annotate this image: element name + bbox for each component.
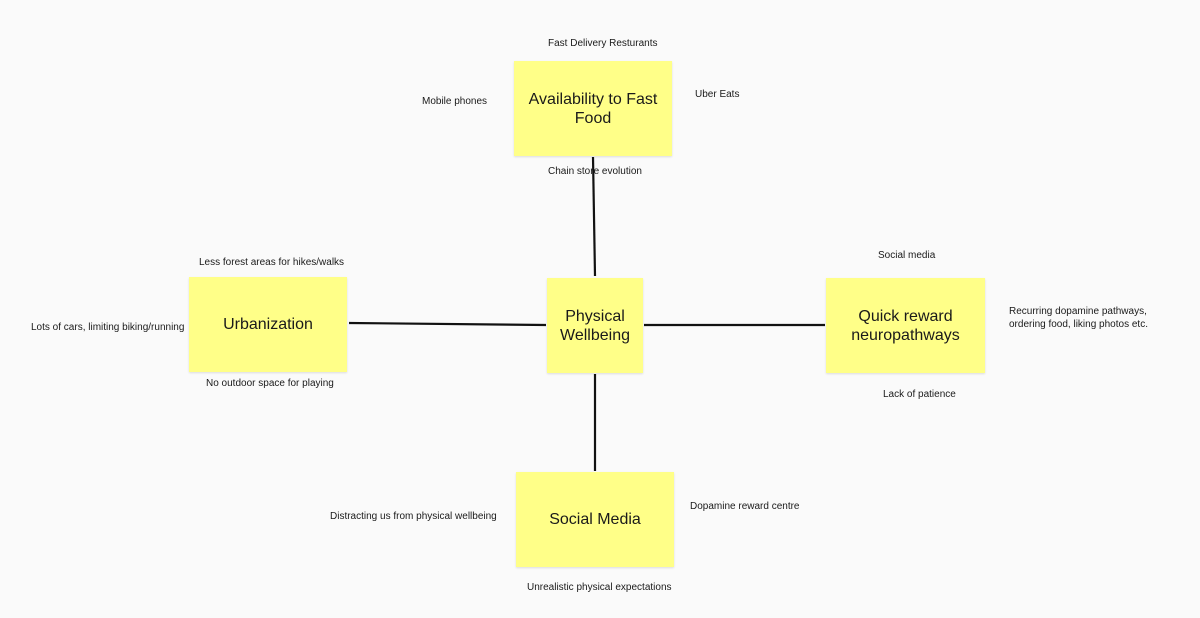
note-lack-of-patience[interactable]: Lack of patience — [883, 389, 956, 400]
note-lots-of-cars[interactable]: Lots of cars, limiting biking/running — [31, 322, 185, 333]
sticky-availability-to-fast-food[interactable]: Availability to Fast Food — [514, 61, 672, 156]
sticky-center-label: Physical Wellbeing — [560, 307, 630, 344]
sticky-top-label: Availability to Fast Food — [528, 90, 658, 127]
sticky-urbanization[interactable]: Urbanization — [189, 277, 347, 372]
note-fast-delivery-resturants[interactable]: Fast Delivery Resturants — [548, 38, 658, 49]
note-distracting-us[interactable]: Distracting us from physical wellbeing — [330, 511, 497, 522]
note-chain-store-evolution[interactable]: Chain store evolution — [548, 166, 642, 177]
sticky-left-label: Urbanization — [223, 316, 313, 333]
note-recurring-dopamine-pathways[interactable]: Recurring dopamine pathways, ordering fo… — [1009, 305, 1148, 331]
note-recurring-line-1: Recurring dopamine pathways, — [1009, 306, 1147, 317]
note-recurring-line-2: ordering food, liking photos etc. — [1009, 319, 1148, 330]
note-unrealistic-expectations[interactable]: Unrealistic physical expectations — [527, 582, 672, 593]
sticky-right-label: Quick reward neuropathways — [851, 307, 960, 344]
note-no-outdoor-space[interactable]: No outdoor space for playing — [206, 378, 334, 389]
sticky-center-physical-wellbeing[interactable]: Physical Wellbeing — [547, 278, 643, 373]
connector-center-top[interactable] — [591, 156, 597, 277]
note-uber-eats[interactable]: Uber Eats — [695, 89, 740, 100]
sticky-social-media[interactable]: Social Media — [516, 472, 674, 567]
sticky-quick-reward-neuropathways[interactable]: Quick reward neuropathways — [826, 278, 985, 373]
connector-center-left[interactable] — [348, 321, 547, 327]
note-social-media[interactable]: Social media — [878, 250, 936, 261]
sticky-bottom-label: Social Media — [549, 511, 641, 528]
note-dopamine-reward-centre[interactable]: Dopamine reward centre — [690, 501, 800, 512]
note-less-forest-areas[interactable]: Less forest areas for hikes/walks — [199, 257, 345, 268]
note-mobile-phones[interactable]: Mobile phones — [422, 96, 488, 107]
